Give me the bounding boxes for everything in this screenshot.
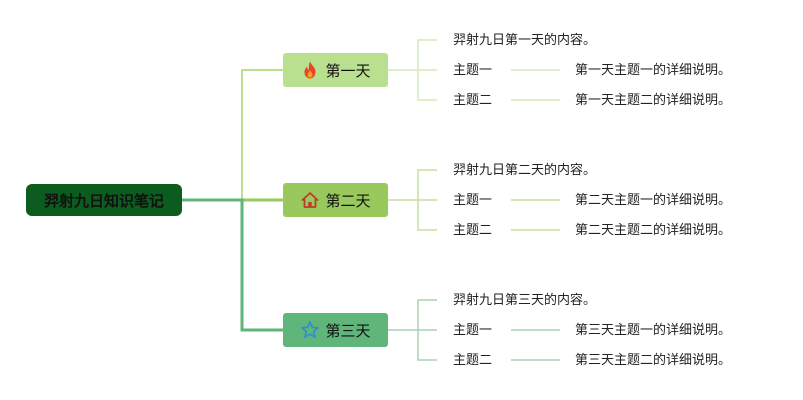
connector-day1-details [511,69,560,101]
connector-root-day3 [182,198,283,332]
fire-icon [300,60,320,80]
day1-topic1: 主题一 [453,63,493,78]
day1-topic1-detail: 第一天主题一的详细说明。 [575,63,732,78]
day3-topic2-detail: 第三天主题二的详细说明。 [575,353,732,368]
day2-node[interactable]: 第二天 [283,183,388,217]
day1-node[interactable]: 第一天 [283,53,388,87]
day2-topic2: 主题二 [453,223,493,238]
day3-summary: 羿射九日第三天的内容。 [453,293,597,308]
day2-label: 第二天 [325,191,371,210]
day2-topic1: 主题一 [453,193,493,208]
day3-label: 第三天 [325,321,371,340]
day1-label: 第一天 [325,61,371,80]
day3-topic1-detail: 第三天主题一的详细说明。 [575,323,732,338]
connector-day3-details [511,329,560,361]
day1-topic2: 主题二 [453,93,493,108]
home-icon [300,190,320,210]
day3-topic1: 主题一 [453,323,493,338]
star-icon [300,320,320,340]
root-title: 羿射九日知识笔记 [43,191,164,210]
day2-topic1-detail: 第二天主题一的详细说明。 [575,193,732,208]
day3-topic2: 主题二 [453,353,493,368]
day2-summary: 羿射九日第二天的内容。 [453,163,597,178]
root-node[interactable]: 羿射九日知识笔记 [26,184,182,216]
day2-topic2-detail: 第二天主题二的详细说明。 [575,223,732,238]
connector-day3-leaves [388,299,437,361]
day3-node[interactable]: 第三天 [283,313,388,347]
connector-root-day1 [182,69,283,201]
connector-day1-leaves [388,39,437,101]
day1-summary: 羿射九日第一天的内容。 [453,33,597,48]
connector-day2-details [511,199,560,231]
day1-topic2-detail: 第一天主题二的详细说明。 [575,93,732,108]
connector-day2-leaves [388,169,437,231]
